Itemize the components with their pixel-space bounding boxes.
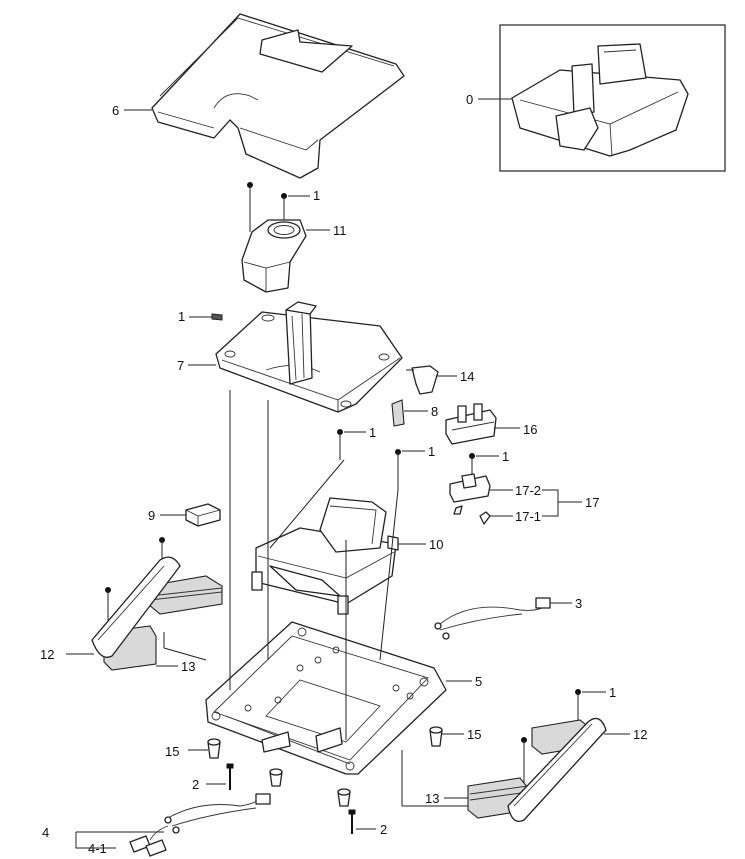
label-12a: 12 bbox=[40, 647, 54, 662]
label-17-1: 17-1 bbox=[515, 509, 541, 524]
label-6: 6 bbox=[112, 103, 119, 118]
screw-icon bbox=[337, 429, 343, 460]
label-7: 7 bbox=[177, 358, 184, 373]
part-5-base-tray bbox=[205, 621, 447, 775]
label-2b: 2 bbox=[380, 822, 387, 837]
label-13b: 13 bbox=[425, 791, 439, 806]
label-8: 8 bbox=[431, 404, 438, 419]
part-13-left-foam-block bbox=[103, 575, 223, 671]
label-12b: 12 bbox=[633, 727, 647, 742]
label-16: 16 bbox=[523, 422, 537, 437]
part-15-foot bbox=[429, 726, 443, 747]
label-1d: 1 bbox=[428, 444, 435, 459]
part-12-right-rubber-strip bbox=[507, 717, 607, 823]
label-9: 9 bbox=[148, 508, 155, 523]
screw-icon bbox=[247, 182, 253, 232]
part-15-foot bbox=[207, 738, 221, 759]
assembled-view-frame bbox=[499, 24, 726, 172]
label-4-1: 4-1 bbox=[88, 841, 107, 856]
part-11-handle-cap bbox=[241, 219, 307, 293]
part-12-left-rubber-strip bbox=[91, 556, 181, 658]
screw-icon bbox=[521, 737, 527, 790]
label-15b: 15 bbox=[467, 727, 481, 742]
screw-icon bbox=[348, 809, 356, 834]
part-17-2-terminal-holder bbox=[449, 473, 491, 503]
label-1e: 1 bbox=[502, 449, 509, 464]
label-5: 5 bbox=[475, 674, 482, 689]
part-16-connector-block bbox=[445, 403, 497, 445]
part-3-wire-harness bbox=[434, 597, 551, 640]
label-14: 14 bbox=[460, 369, 474, 384]
label-1f: 1 bbox=[609, 685, 616, 700]
part-4-wire-harness bbox=[164, 793, 271, 834]
part-15-foot bbox=[269, 768, 283, 787]
screw-icon bbox=[211, 313, 223, 321]
label-2a: 2 bbox=[192, 777, 199, 792]
screw-icon bbox=[395, 449, 401, 490]
screw-icon bbox=[469, 453, 475, 476]
bracket-17 bbox=[542, 489, 559, 517]
label-3: 3 bbox=[575, 596, 582, 611]
part-7-upper-housing bbox=[215, 301, 403, 413]
label-1a: 1 bbox=[313, 188, 320, 203]
part-4-1-terminals bbox=[129, 825, 169, 857]
label-13a: 13 bbox=[181, 659, 195, 674]
part-17-1-contacts bbox=[453, 505, 491, 525]
part-15-foot bbox=[337, 788, 351, 807]
label-17-2: 17-2 bbox=[515, 483, 541, 498]
part-8-pad bbox=[391, 399, 405, 427]
label-15a: 15 bbox=[165, 744, 179, 759]
part-0-assembled-unit bbox=[511, 43, 689, 157]
assembly-guide-lines bbox=[163, 390, 470, 807]
label-0: 0 bbox=[466, 92, 473, 107]
part-6-top-cover bbox=[151, 13, 405, 179]
part-10-inner-chassis bbox=[251, 497, 399, 615]
leader-4-1 bbox=[75, 832, 116, 849]
screw-icon bbox=[226, 763, 234, 790]
label-1b: 1 bbox=[178, 309, 185, 324]
label-11: 11 bbox=[333, 223, 347, 238]
part-14-clip bbox=[406, 365, 439, 395]
label-1c: 1 bbox=[369, 425, 376, 440]
label-4: 4 bbox=[42, 825, 49, 840]
label-10: 10 bbox=[429, 537, 443, 552]
label-17: 17 bbox=[585, 495, 599, 510]
